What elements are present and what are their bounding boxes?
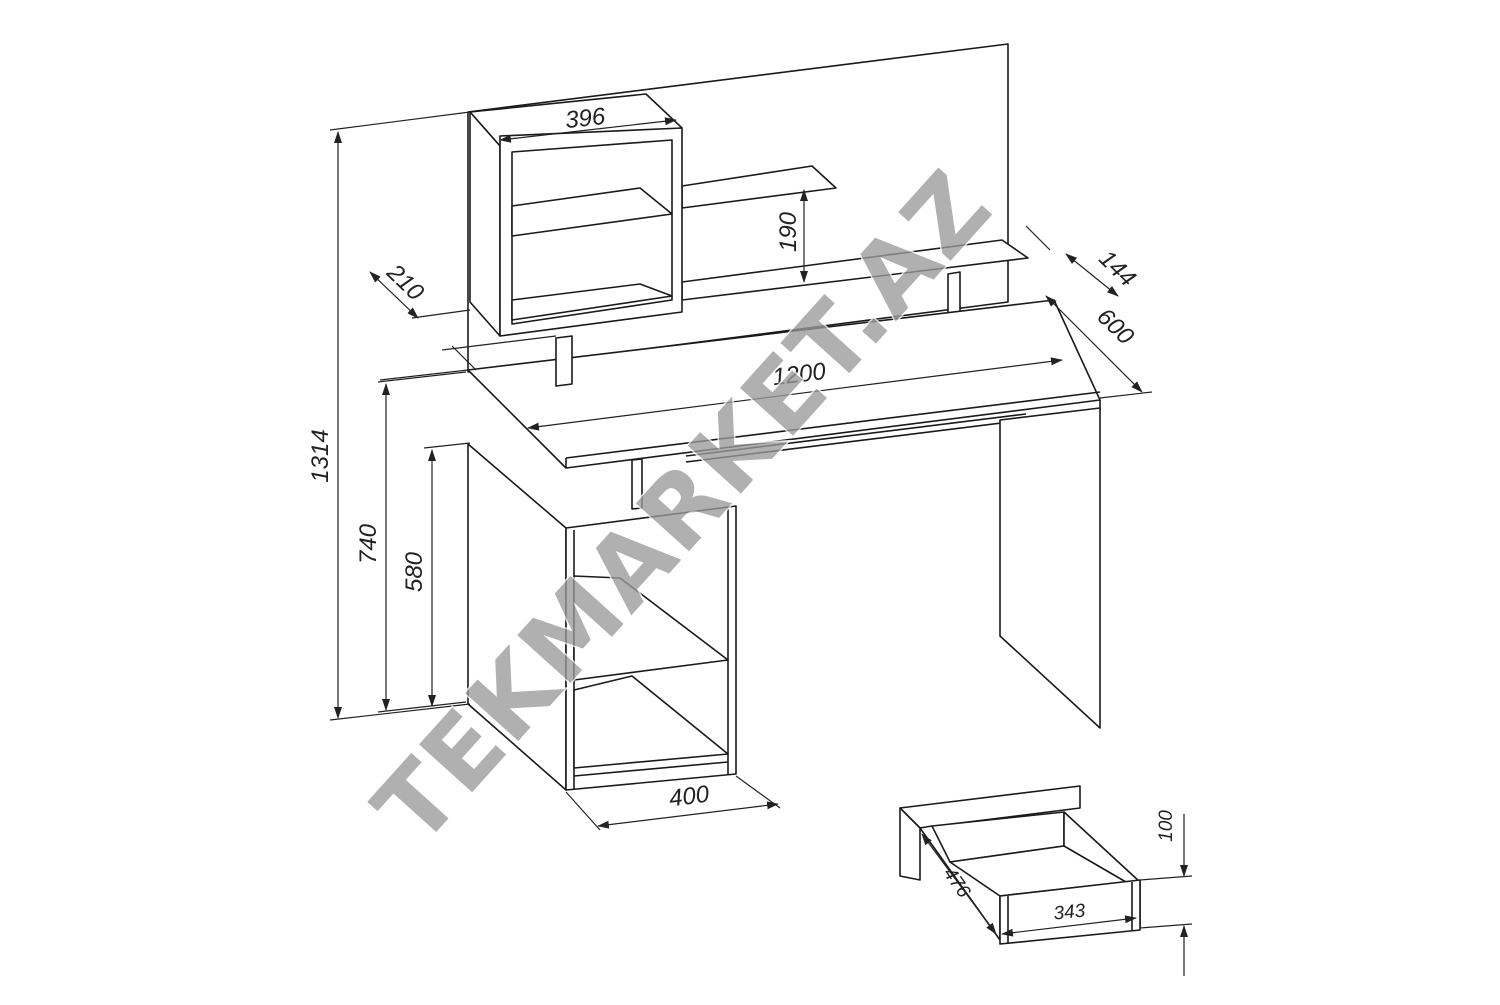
label-drawer-height: 100	[1156, 810, 1177, 842]
right-leg	[999, 407, 1101, 729]
label-overall-height: 1314	[307, 429, 334, 482]
dim-line-drawer-width	[1001, 915, 1137, 937]
label-desk-height: 740	[355, 523, 382, 564]
dim-line-shelf-unit-depth	[369, 271, 419, 319]
label-shelf-depth: 144	[1093, 245, 1141, 292]
shelf-unit-board-1	[511, 187, 673, 237]
label-desk-depth: 600	[1091, 303, 1139, 351]
shelf-unit-support	[555, 335, 573, 387]
dim-line-desk-depth	[1045, 295, 1143, 393]
label-drawer-width: 343	[1053, 900, 1087, 924]
pedestal-shelf-2	[573, 675, 729, 769]
under-desk-rail	[631, 458, 643, 510]
shelf-unit-inner	[511, 139, 673, 325]
dim-line-drawer-depth	[921, 833, 997, 935]
shelf-unit-board-2	[511, 283, 673, 321]
label-pedestal-height: 580	[401, 551, 428, 592]
shelf-unit-side	[469, 111, 501, 337]
dim-line-pedestal-width	[597, 801, 779, 829]
dim-line-shelf-width	[499, 117, 677, 143]
dimension-lines	[329, 111, 1193, 976]
dim-line-desk-width	[527, 357, 1063, 431]
dim-line-shelf-depth	[1065, 253, 1119, 297]
label-pedestal-width: 400	[668, 781, 712, 813]
drawer	[899, 785, 1141, 945]
label-shelf-unit-depth: 210	[381, 258, 430, 306]
label-shelf-unit-width: 396	[564, 103, 607, 134]
drawer-front-face	[899, 807, 921, 881]
label-desk-width: 1200	[771, 358, 828, 391]
pedestal-shelf-1	[573, 575, 729, 681]
label-shelf-spacing: 190	[775, 211, 802, 252]
